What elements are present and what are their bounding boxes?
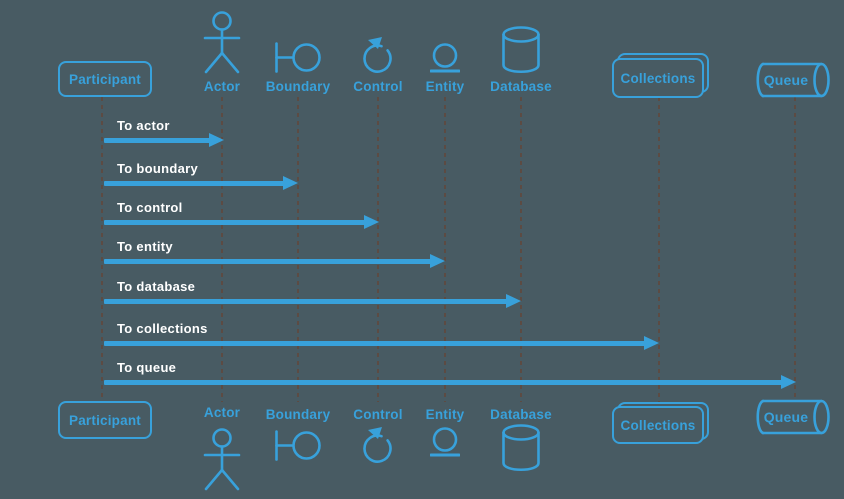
message-arrow-head <box>430 254 445 268</box>
control-icon-top <box>363 37 392 73</box>
message-arrow-head <box>209 133 224 147</box>
collections-front-rect-top: Collections <box>612 58 704 98</box>
message-label: To control <box>117 200 183 215</box>
message-label: To collections <box>117 321 208 336</box>
participant-box-bottom: Participant <box>58 401 152 439</box>
collections-label-top: Collections <box>620 70 696 86</box>
participant-label-top: Participant <box>69 71 141 87</box>
message-arrow-head <box>781 375 796 389</box>
queue-icon-top <box>756 62 830 98</box>
control-label-bottom: Control <box>353 407 403 422</box>
message-arrow-head <box>644 336 659 350</box>
message-arrow-line <box>104 299 508 304</box>
queue-icon-bottom <box>756 399 830 435</box>
actor-icon-top <box>203 11 241 74</box>
message-arrow-line <box>104 138 211 143</box>
lifeline-actor <box>221 97 223 402</box>
participant-box-top: Participant <box>58 61 152 97</box>
message-arrow-line <box>104 181 285 186</box>
message-arrow-line <box>104 380 783 385</box>
message-label: To queue <box>117 360 177 375</box>
collections-front-rect-bottom: Collections <box>612 406 704 444</box>
control-label-top: Control <box>353 79 403 94</box>
database-label-bottom: Database <box>490 407 552 422</box>
entity-icon-top <box>430 43 460 73</box>
message-arrow-head <box>364 215 379 229</box>
message-label: To database <box>117 279 196 294</box>
lifeline-boundary <box>297 97 299 402</box>
message-label: To actor <box>117 118 170 133</box>
message-arrow-line <box>104 341 646 346</box>
collections-label-bottom: Collections <box>620 417 696 433</box>
database-icon-top <box>502 26 540 74</box>
lifeline-participant <box>101 97 103 402</box>
control-icon-bottom <box>363 427 392 463</box>
entity-label-bottom: Entity <box>425 407 465 422</box>
actor-icon-bottom <box>203 428 241 491</box>
message-arrow-head <box>283 176 298 190</box>
queue-label-top: Queue <box>763 72 809 88</box>
lifeline-database <box>520 97 522 402</box>
message-arrow-line <box>104 259 432 264</box>
actor-label-bottom: Actor <box>203 405 241 420</box>
boundary-label-bottom: Boundary <box>265 407 331 422</box>
database-label-top: Database <box>490 79 552 94</box>
lifeline-queue <box>794 97 796 402</box>
lifeline-collections <box>658 97 660 402</box>
boundary-icon-bottom <box>275 430 321 461</box>
database-icon-bottom <box>502 424 540 472</box>
message-label: To boundary <box>117 161 199 176</box>
queue-label-bottom: Queue <box>763 409 809 425</box>
entity-icon-bottom <box>430 427 460 457</box>
lifeline-control <box>377 97 379 402</box>
message-arrow-head <box>506 294 521 308</box>
entity-label-top: Entity <box>425 79 465 94</box>
boundary-icon-top <box>275 42 321 73</box>
message-label: To entity <box>117 239 173 254</box>
lifeline-entity <box>444 97 446 402</box>
participant-label-bottom: Participant <box>69 412 141 428</box>
boundary-label-top: Boundary <box>265 79 331 94</box>
actor-label-top: Actor <box>203 79 241 94</box>
message-arrow-line <box>104 220 366 225</box>
